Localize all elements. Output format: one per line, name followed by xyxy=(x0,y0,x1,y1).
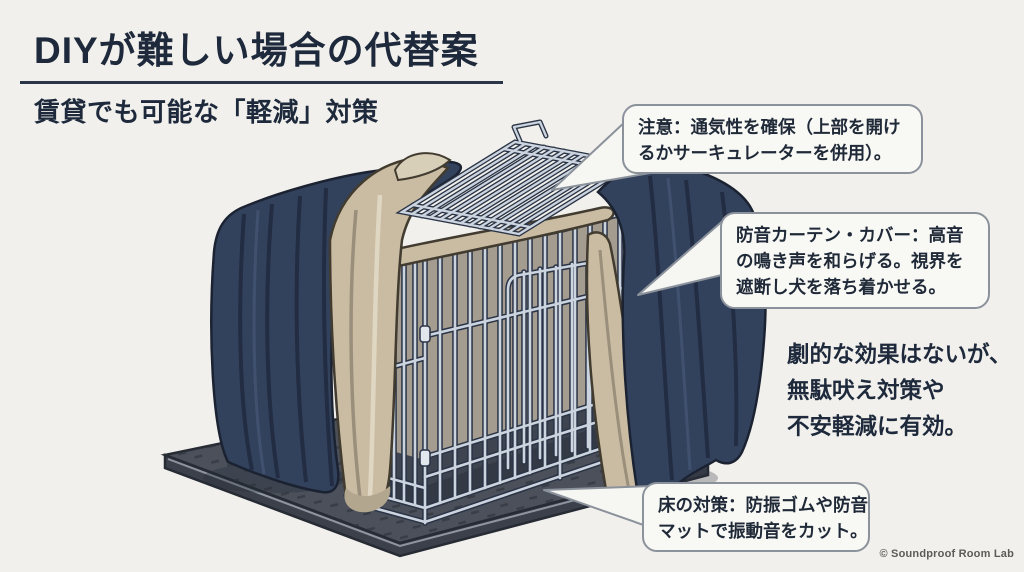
left-curtain xyxy=(210,160,463,494)
callout-curtain-line3: 遮断し犬を落ち着かせる。 xyxy=(736,277,946,297)
callout-curtain-line1: 防音カーテン・カバー：高音 xyxy=(736,225,964,245)
callout-floor-line2: マットで振動音をカット。 xyxy=(658,521,868,541)
effect-note-line2: 無駄吠え対策や xyxy=(787,378,945,403)
title-underline xyxy=(20,81,503,84)
callout-curtain-line2: の鳴き声を和らげる。視界を xyxy=(736,251,964,271)
callout-floor: 床の対策：防振ゴムや防音 マットで振動音をカット。 xyxy=(642,482,870,552)
callout-ventilation: 注意：通気性を確保（上部を開け るかサーキュレーターを併用）。 xyxy=(622,104,923,174)
credit-text: © Soundproof Room Lab xyxy=(879,548,1014,560)
page-title: DIYが難しい場合の代替案 xyxy=(34,30,479,71)
effect-note-line1: 劇的な効果はないが、 xyxy=(787,342,1012,367)
callout-ventilation-line1: 注意：通気性を確保（上部を開け xyxy=(638,117,901,137)
callout-floor-line1: 床の対策：防振ゴムや防音 xyxy=(658,495,868,515)
joint-sleeve xyxy=(419,325,431,343)
blanket xyxy=(328,152,452,513)
callout-curtain: 防音カーテン・カバー：高音 の鳴き声を和らげる。視界を 遮断し犬を落ち着かせる。 xyxy=(720,212,990,309)
effect-note-line3: 不安軽減に有効。 xyxy=(787,414,968,439)
page-subtitle: 賃貸でも可能な「軽減」対策 xyxy=(34,97,379,127)
effect-note: 劇的な効果はないが、 無駄吠え対策や 不安軽減に有効。 xyxy=(787,337,1012,445)
joint-sleeve xyxy=(419,449,431,467)
callout-ventilation-line2: るかサーキュレーターを併用）。 xyxy=(638,143,892,163)
